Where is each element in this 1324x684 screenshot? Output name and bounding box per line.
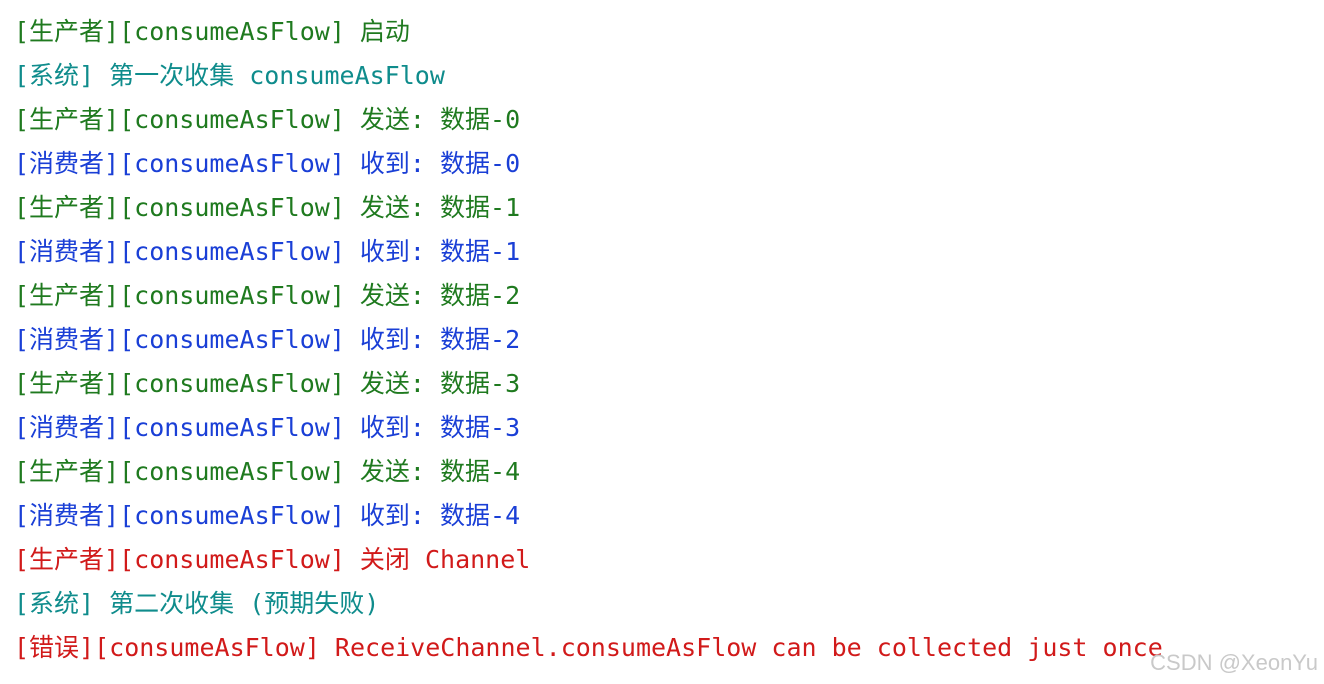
console-output: [生产者][consumeAsFlow] 启动 [系统] 第一次收集 consu… — [14, 10, 1324, 670]
log-line: [生产者][consumeAsFlow] 发送: 数据-4 — [14, 457, 521, 486]
watermark: CSDN @XeonYu — [1150, 650, 1318, 675]
log-line: [生产者][consumeAsFlow] 关闭 Channel — [14, 545, 531, 574]
log-line: [消费者][consumeAsFlow] 收到: 数据-3 — [14, 413, 521, 442]
log-line: [错误][consumeAsFlow] ReceiveChannel.consu… — [14, 633, 1163, 662]
log-line: [生产者][consumeAsFlow] 启动 — [14, 17, 410, 46]
log-line: [消费者][consumeAsFlow] 收到: 数据-2 — [14, 325, 521, 354]
log-line: [生产者][consumeAsFlow] 发送: 数据-1 — [14, 193, 521, 222]
log-line: [生产者][consumeAsFlow] 发送: 数据-3 — [14, 369, 521, 398]
log-line: [消费者][consumeAsFlow] 收到: 数据-0 — [14, 149, 521, 178]
log-line: [生产者][consumeAsFlow] 发送: 数据-2 — [14, 281, 521, 310]
log-line: [消费者][consumeAsFlow] 收到: 数据-4 — [14, 501, 521, 530]
log-line: [系统] 第一次收集 consumeAsFlow — [14, 61, 445, 90]
log-line: [生产者][consumeAsFlow] 发送: 数据-0 — [14, 105, 521, 134]
log-line: [系统] 第二次收集 (预期失败) — [14, 589, 380, 618]
log-line: [消费者][consumeAsFlow] 收到: 数据-1 — [14, 237, 521, 266]
